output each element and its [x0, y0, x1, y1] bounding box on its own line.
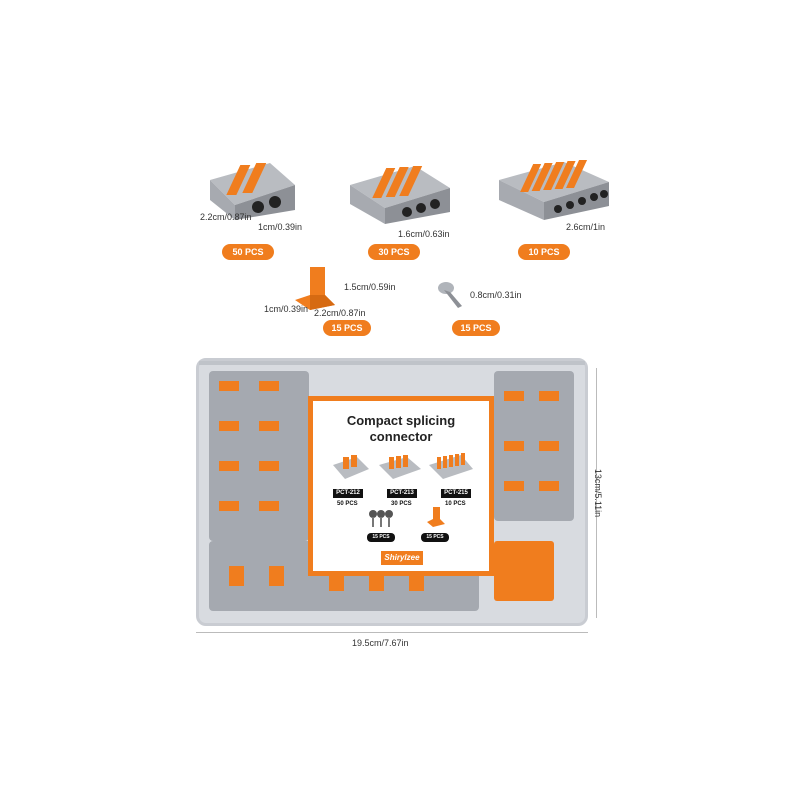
product-label-card: Compact splicing connector PCT-212 PCT-2… [308, 396, 494, 576]
screw-image [438, 282, 462, 308]
card-title-line2: connector [369, 429, 433, 444]
connector-5-way-image [499, 160, 609, 220]
tool-qty-badge: 15 PCS [323, 320, 371, 336]
tool-width-label: 2.2cm/0.87in [314, 308, 366, 318]
screw-qty-badge: 15 PCS [452, 320, 500, 336]
card-connector-images [333, 453, 473, 479]
box-height-line [596, 368, 597, 618]
connector-5-width-label: 2.6cm/1in [566, 222, 606, 232]
tool-height-label: 1.5cm/0.59in [344, 282, 396, 292]
connector-2-way-image [210, 163, 295, 220]
card-screws-image [369, 510, 393, 527]
release-tool-image [295, 267, 335, 310]
model-label-1: PCT-212 [333, 489, 363, 498]
tool-depth-label: 1cm/0.39in [264, 304, 309, 314]
box-width-line [196, 632, 588, 633]
model-label-3: PCT-215 [441, 489, 471, 498]
storage-box [196, 358, 588, 626]
box-height-label: 13cm/5.11in [593, 468, 604, 518]
model-qty-1: 50 PCS [337, 501, 358, 507]
connector-2-height-label: 1cm/0.39in [258, 222, 303, 232]
model-qty-2: 30 PCS [391, 501, 412, 507]
connector-3-width-label: 1.6cm/0.63in [398, 229, 450, 239]
model-qty-3: 10 PCS [445, 501, 466, 507]
card-screw-qty: 15 PCS [367, 533, 395, 542]
card-tool-image [427, 507, 445, 527]
card-title-line1: Compact splicing [346, 413, 456, 428]
brand-logo: Shirylzee [381, 551, 423, 565]
connector-2-width-label: 2.2cm/0.87in [200, 212, 252, 222]
connector-2-qty-badge: 50 PCS [222, 244, 274, 260]
connector-3-qty-badge: 30 PCS [368, 244, 420, 260]
screw-length-label: 0.8cm/0.31in [470, 290, 522, 300]
card-tool-qty: 15 PCS [421, 533, 449, 542]
connector-5-qty-badge: 10 PCS [518, 244, 570, 260]
model-label-2: PCT-213 [387, 489, 417, 498]
connector-3-way-image [350, 166, 450, 224]
box-contents-image [209, 371, 574, 611]
box-width-label: 19.5cm/7.67in [352, 638, 409, 648]
